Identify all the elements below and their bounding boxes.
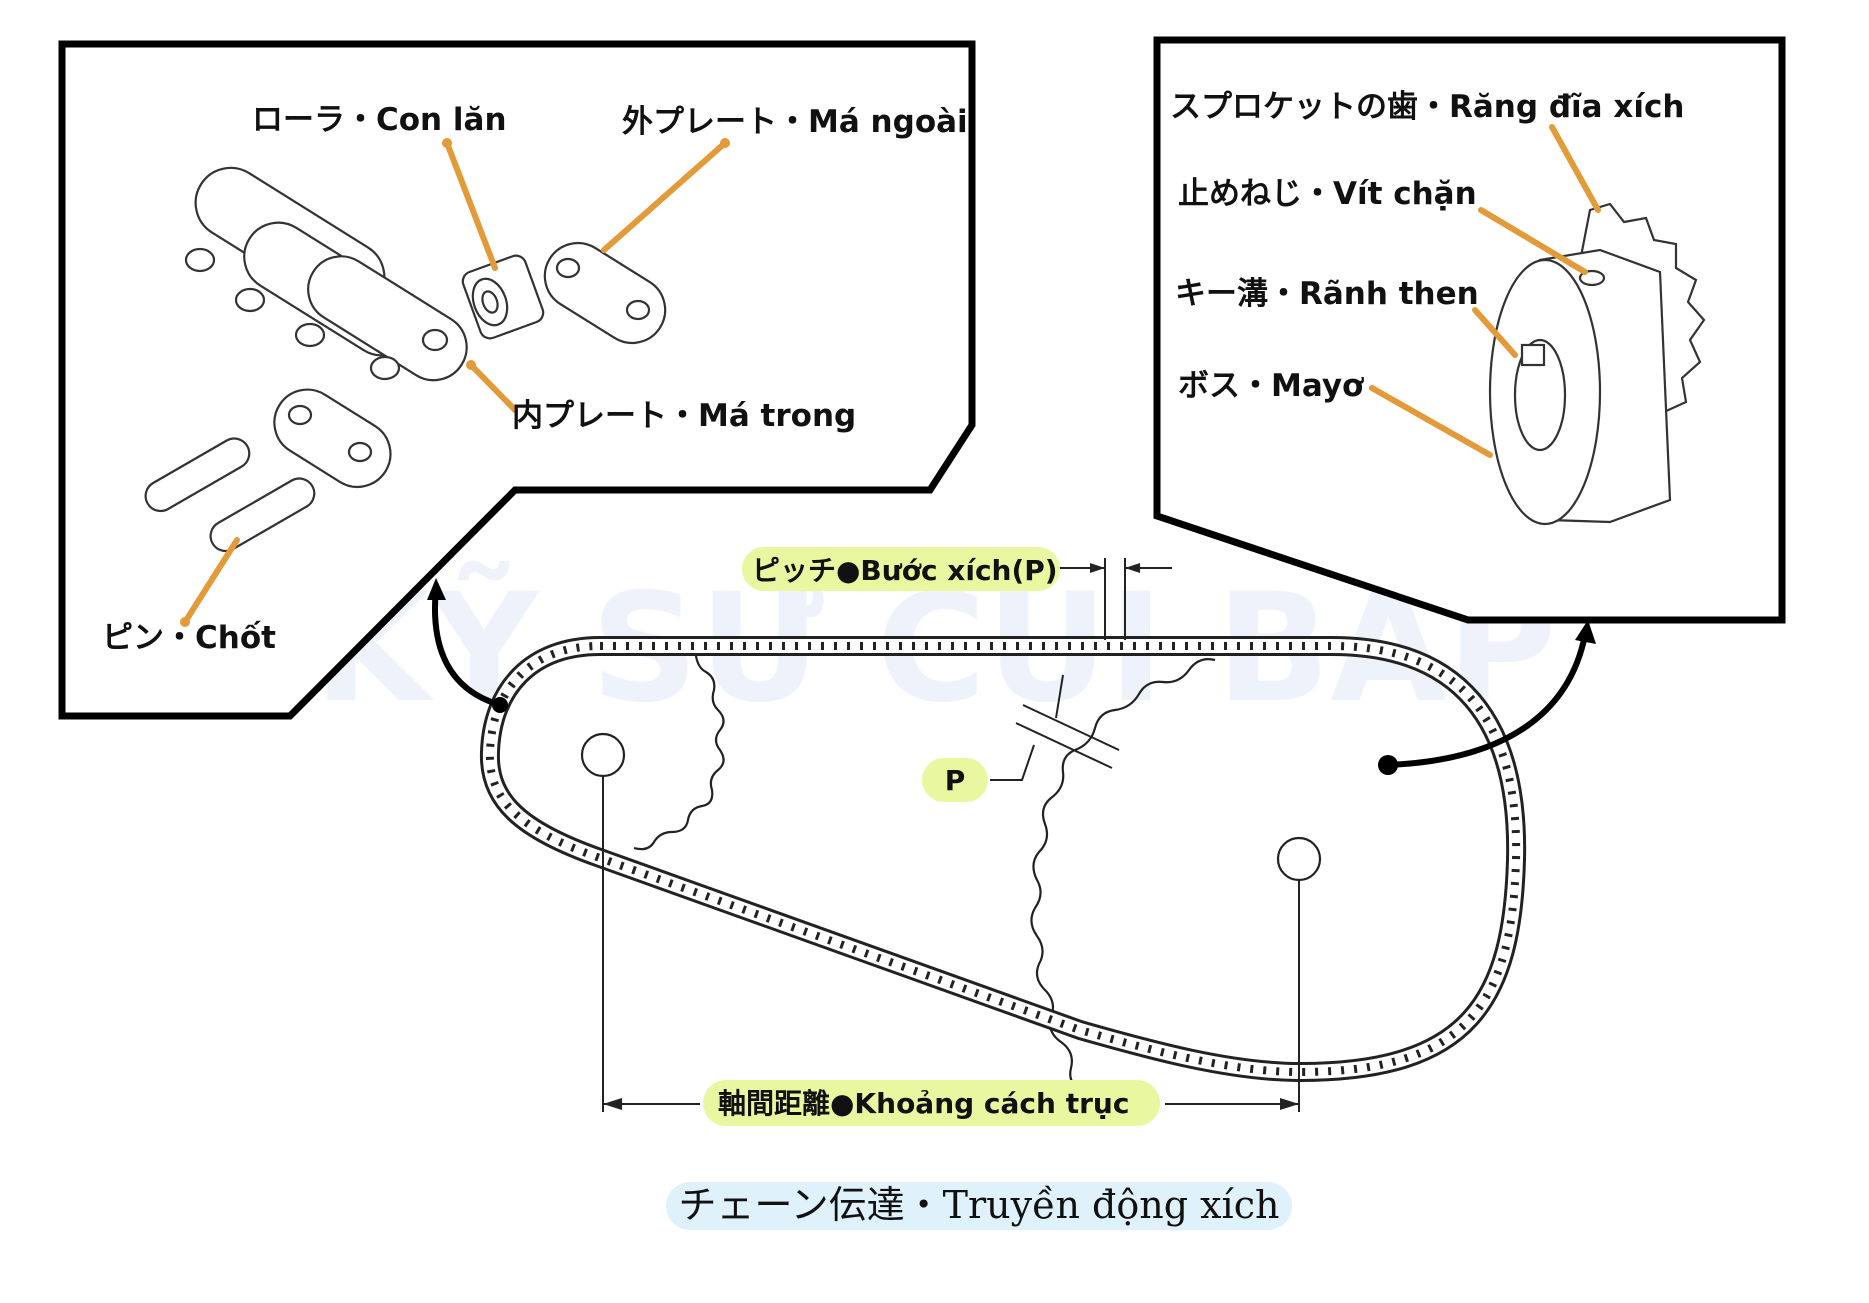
outer-plate-icon bbox=[543, 241, 667, 345]
assembled-chain-icon bbox=[184, 166, 468, 382]
roller-leader bbox=[444, 140, 498, 271]
p-label-pill: P bbox=[922, 758, 988, 802]
keyway-label: キー溝・Rãnh then bbox=[1175, 276, 1479, 312]
caption-pill: チェーン伝達・Truyền động xích bbox=[666, 1182, 1292, 1230]
inner-plate-leader bbox=[468, 362, 518, 413]
boss-leader bbox=[1369, 385, 1493, 458]
set-screw-leader bbox=[1478, 207, 1588, 275]
diagram-caption: チェーン伝達・Truyền động xích bbox=[679, 1183, 1280, 1227]
tooth-leader bbox=[1549, 124, 1601, 213]
center-distance-label: 軸間距離●Khoảng cách trục bbox=[718, 1087, 1129, 1120]
center-distance-pill: 軸間距離●Khoảng cách trục bbox=[703, 1080, 1160, 1126]
chain-drive bbox=[427, 558, 1596, 1113]
keyway-leader bbox=[1472, 307, 1518, 358]
p-label: P bbox=[945, 764, 966, 797]
pitch-label: ピッチ●Bước xích(P) bbox=[752, 554, 1058, 587]
outer-plate-label: 外プレート・Má ngoài bbox=[622, 104, 968, 140]
outer-plate-leader bbox=[601, 140, 728, 253]
pin-icon bbox=[144, 437, 316, 553]
pin-leader bbox=[182, 537, 240, 625]
tooth-label: スプロケットの歯・Răng đĩa xích bbox=[1170, 89, 1684, 125]
inner-plate-icon bbox=[273, 388, 392, 488]
sprocket-detail-arrow bbox=[1387, 634, 1588, 768]
large-sprocket-teeth bbox=[1030, 658, 1216, 1113]
chain-detail-arrow bbox=[432, 587, 501, 708]
p-dimension bbox=[990, 674, 1120, 781]
chain-parts-callout: ローラ・Con lăn 外プレート・Má ngoài 内プレート・Má tron… bbox=[58, 40, 976, 720]
small-sprocket-shaft bbox=[580, 732, 626, 778]
sprocket-parts-callout: スプロケットの歯・Răng đĩa xích 止めねじ・Vít chặn キー溝… bbox=[1153, 36, 1786, 624]
pin-label: ピン・Chốt bbox=[102, 620, 276, 656]
large-sprocket-shaft bbox=[1276, 836, 1322, 882]
bore bbox=[1513, 338, 1567, 452]
sprocket-icon bbox=[1488, 202, 1706, 526]
inner-plate-label: 内プレート・Má trong bbox=[512, 398, 856, 434]
keyway bbox=[1520, 343, 1546, 367]
center-distance-dimension bbox=[602, 776, 1300, 1112]
roller-icon bbox=[461, 254, 545, 340]
boss-label: ボス・Mayơ bbox=[1178, 368, 1364, 404]
set-screw-label: 止めねじ・Vít chặn bbox=[1178, 176, 1477, 212]
roller-label: ローラ・Con lăn bbox=[252, 102, 507, 138]
pitch-label-pill: ピッチ●Bước xích(P) bbox=[742, 547, 1060, 591]
